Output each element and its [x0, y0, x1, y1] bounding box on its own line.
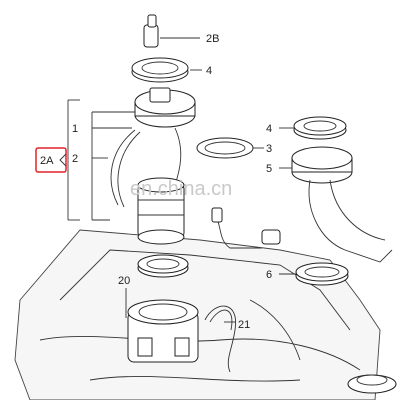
callout-2a: 2A	[40, 155, 54, 167]
part-21-hose	[204, 305, 237, 373]
part-4-locking-ring-bottom	[347, 374, 397, 394]
part-3-seal-ring	[196, 137, 264, 159]
callout-4-right: 4	[266, 123, 272, 135]
seal-ring-middle	[137, 254, 189, 278]
part-4-locking-ring-right	[279, 116, 347, 140]
watermark-text: en.china.cn	[130, 178, 232, 200]
part-2-pump-assembly	[110, 127, 185, 245]
callout-4-top: 4	[206, 65, 212, 77]
callout-labels: 2B 4 1 2 4 3 5 6 20 21	[72, 33, 272, 331]
callout-1: 1	[72, 123, 78, 135]
level-sender	[211, 207, 281, 249]
callout-20: 20	[118, 275, 130, 287]
part-5-sender-flange	[279, 146, 393, 263]
part-1-flange	[134, 87, 196, 128]
part-20-reservoir	[125, 288, 199, 363]
part-2b-elbow-connector	[143, 14, 200, 48]
callout-2a-highlight: 2A	[35, 147, 67, 173]
callout-3: 3	[266, 143, 272, 155]
callout-6: 6	[266, 269, 272, 281]
callout-21: 21	[238, 319, 250, 331]
callout-2b: 2B	[206, 33, 219, 45]
part-4-locking-ring-top	[131, 57, 202, 83]
callout-5: 5	[266, 163, 272, 175]
callout-bracket-left	[67, 99, 135, 221]
part-6-seal-ring	[279, 262, 349, 286]
callout-2: 2	[72, 153, 78, 165]
